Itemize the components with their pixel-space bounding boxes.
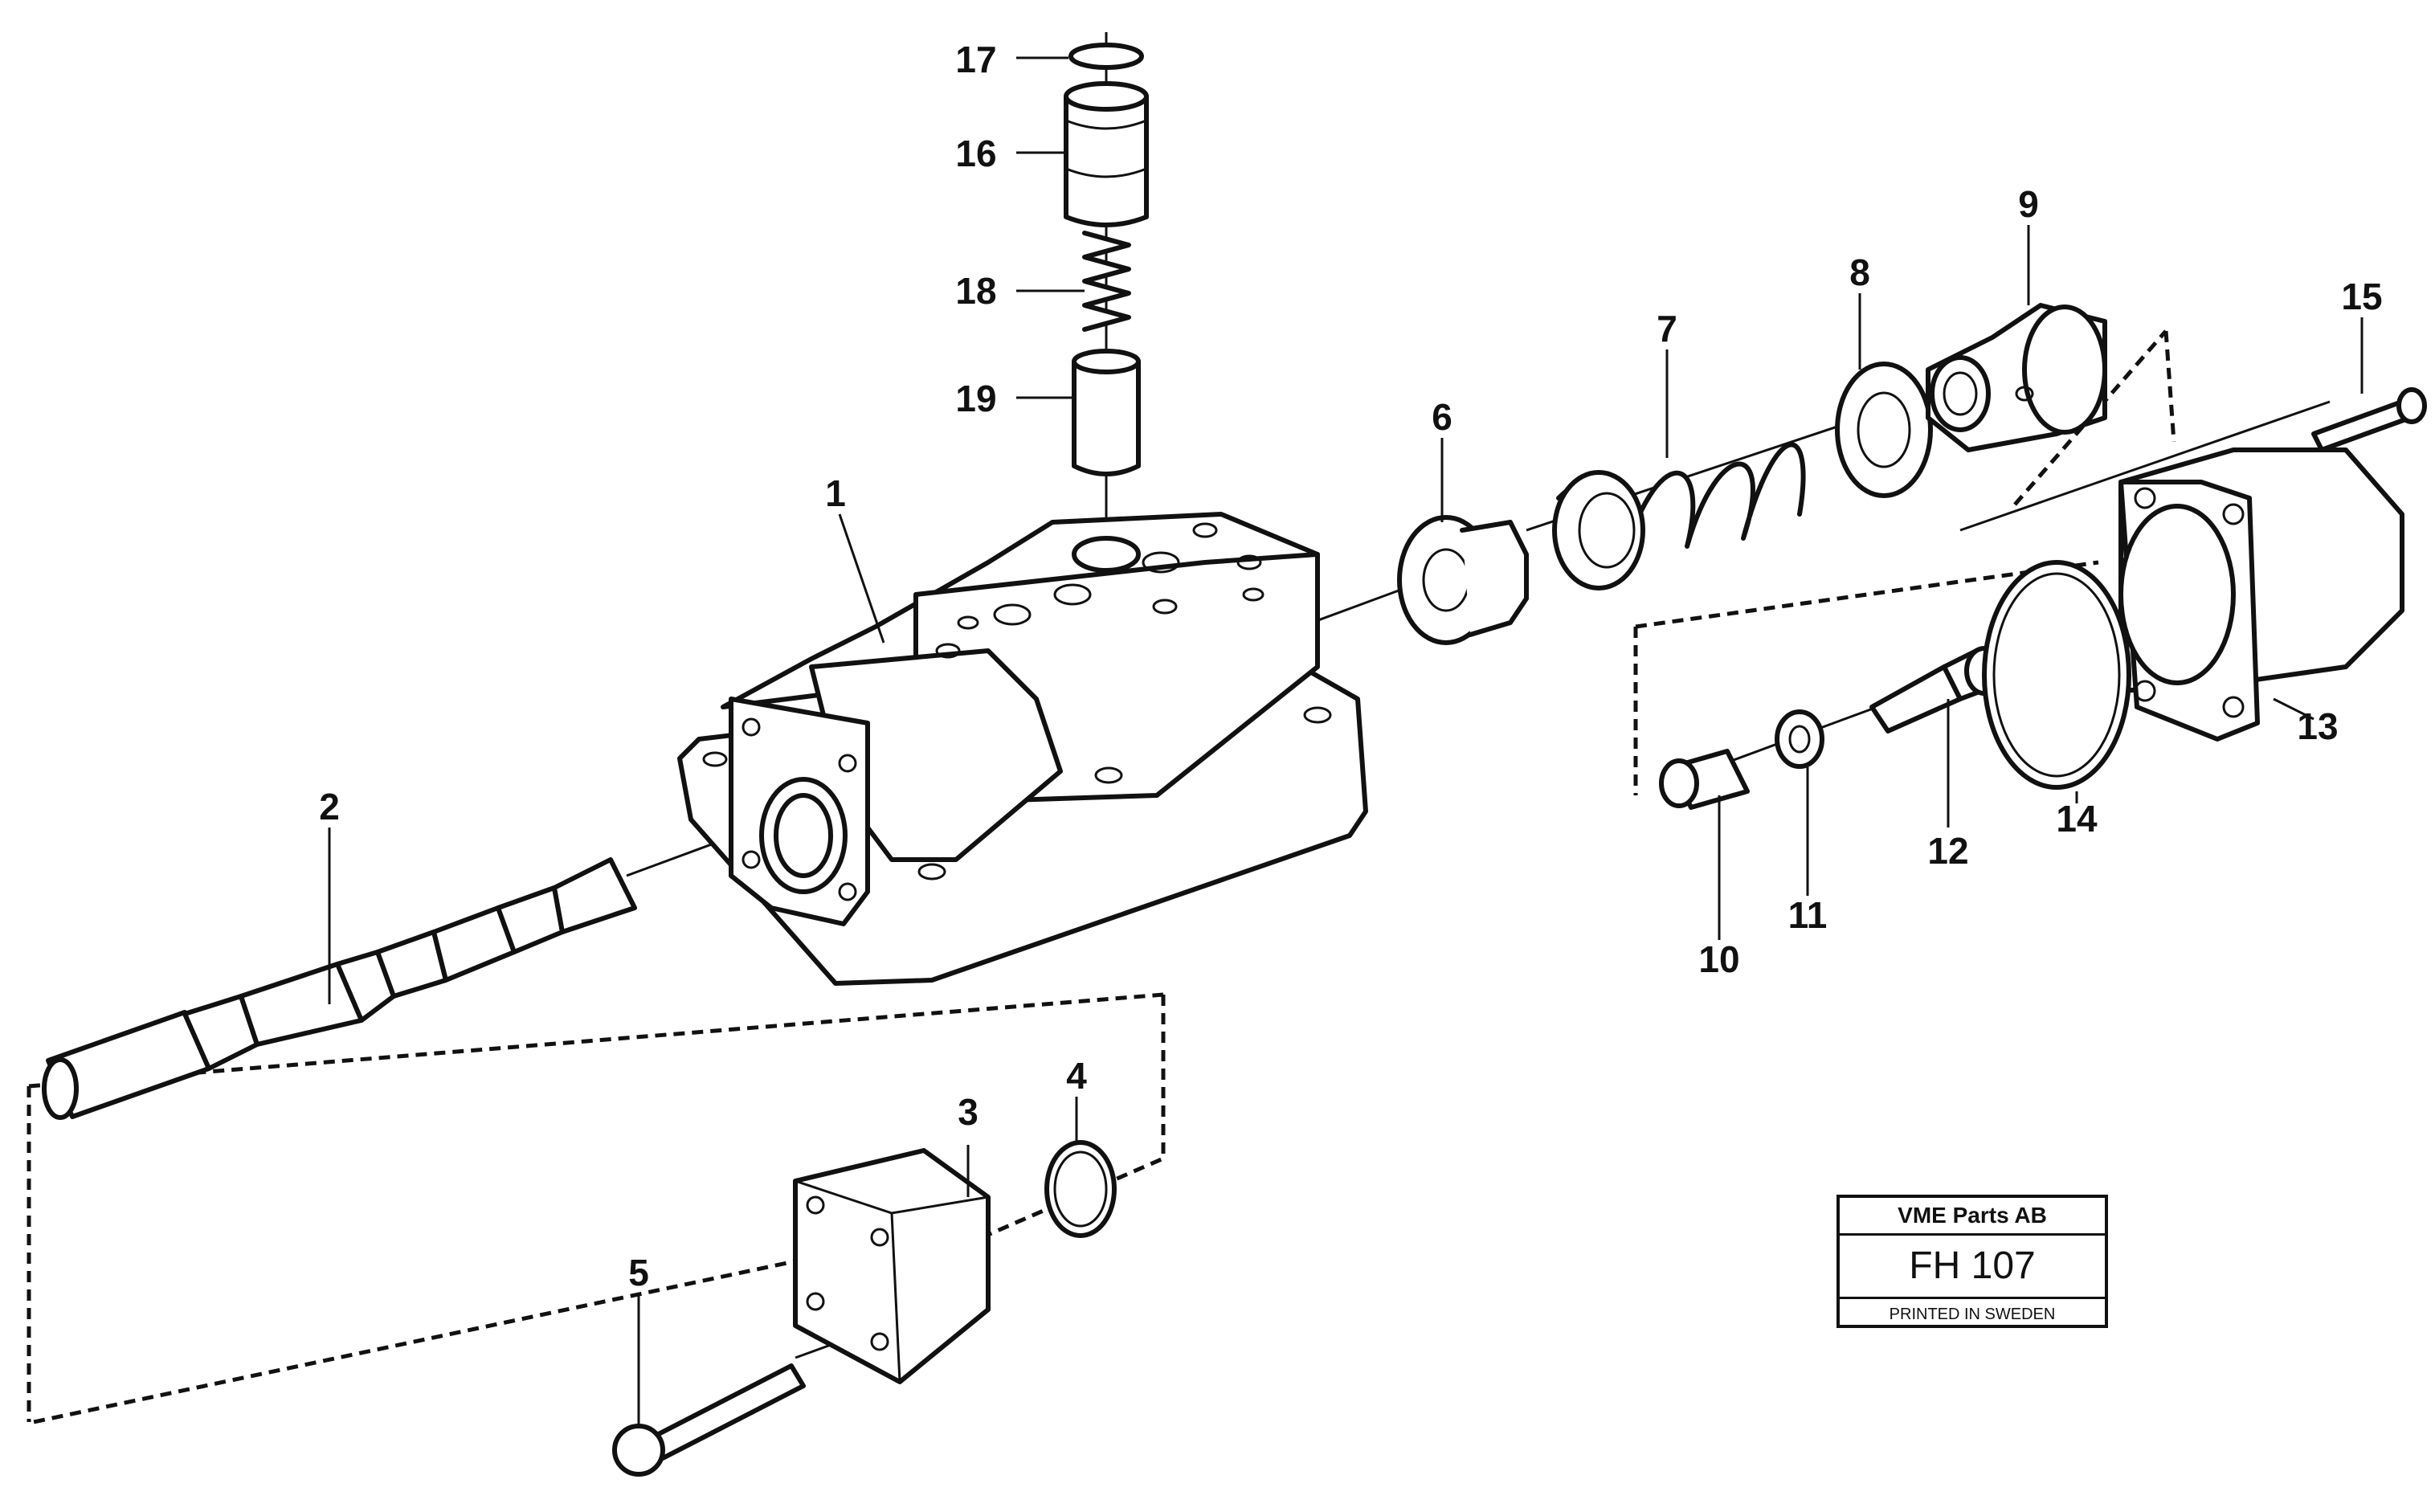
title-block-printed: PRINTED IN SWEDEN (1889, 1306, 2056, 1323)
o-ring-17 (1068, 43, 1144, 70)
callout-1: 1 (825, 472, 846, 514)
callout-16: 16 (955, 133, 996, 174)
bolt-15 (2311, 387, 2427, 452)
callout-8: 8 (1849, 251, 1870, 293)
callout-9: 9 (2018, 183, 2039, 225)
spring-18 (1082, 231, 1131, 332)
gasket-14 (1982, 560, 2131, 790)
callout-17: 17 (955, 39, 996, 80)
dashed-bracket-right (1633, 329, 2176, 795)
callout-10: 10 (1698, 938, 1739, 980)
cap-16 (1064, 81, 1149, 227)
dashed-bracket-left (27, 992, 1166, 1424)
callout-11: 11 (1788, 894, 1828, 936)
spring-7 (1552, 442, 1806, 590)
seal-collar (1397, 515, 1529, 645)
callout-2: 2 (319, 786, 340, 828)
cover-block (793, 1148, 991, 1384)
title-block-company: VME Parts AB (1840, 1198, 2105, 1236)
axis-line-bolt15 (1959, 400, 2331, 532)
callout-3: 3 (958, 1091, 978, 1133)
callout-15: 15 (2341, 276, 2382, 317)
title-block-code: FH 107 (1840, 1236, 2105, 1299)
callout-12: 12 (1927, 830, 1968, 872)
sleeve-19 (1072, 349, 1141, 476)
callout-18: 18 (955, 270, 996, 312)
callout-6: 6 (1432, 396, 1452, 438)
washer-8 (1835, 362, 1933, 498)
callout-7: 7 (1657, 308, 1677, 349)
bolt-5 (612, 1363, 806, 1477)
valve-housing (677, 512, 1368, 986)
callout-labels: 1 2 3 4 5 6 7 8 9 10 11 12 13 14 15 16 1… (319, 39, 2382, 1293)
callout-4: 4 (1066, 1055, 1087, 1097)
bushing-10 (1659, 749, 1750, 810)
washer-11 (1775, 709, 1824, 769)
callout-13: 13 (2297, 705, 2338, 747)
callout-14: 14 (2056, 798, 2098, 840)
end-cap-housing (2118, 447, 2404, 742)
spool (42, 857, 637, 1120)
sleeve-9 (1926, 303, 2107, 452)
leader-lines (328, 56, 2364, 1426)
callout-5: 5 (628, 1252, 649, 1293)
callout-19: 19 (955, 378, 996, 419)
o-ring-4 (1044, 1140, 1117, 1238)
title-block: VME Parts AB FH 107 PRINTED IN SWEDEN (1836, 1195, 2108, 1328)
